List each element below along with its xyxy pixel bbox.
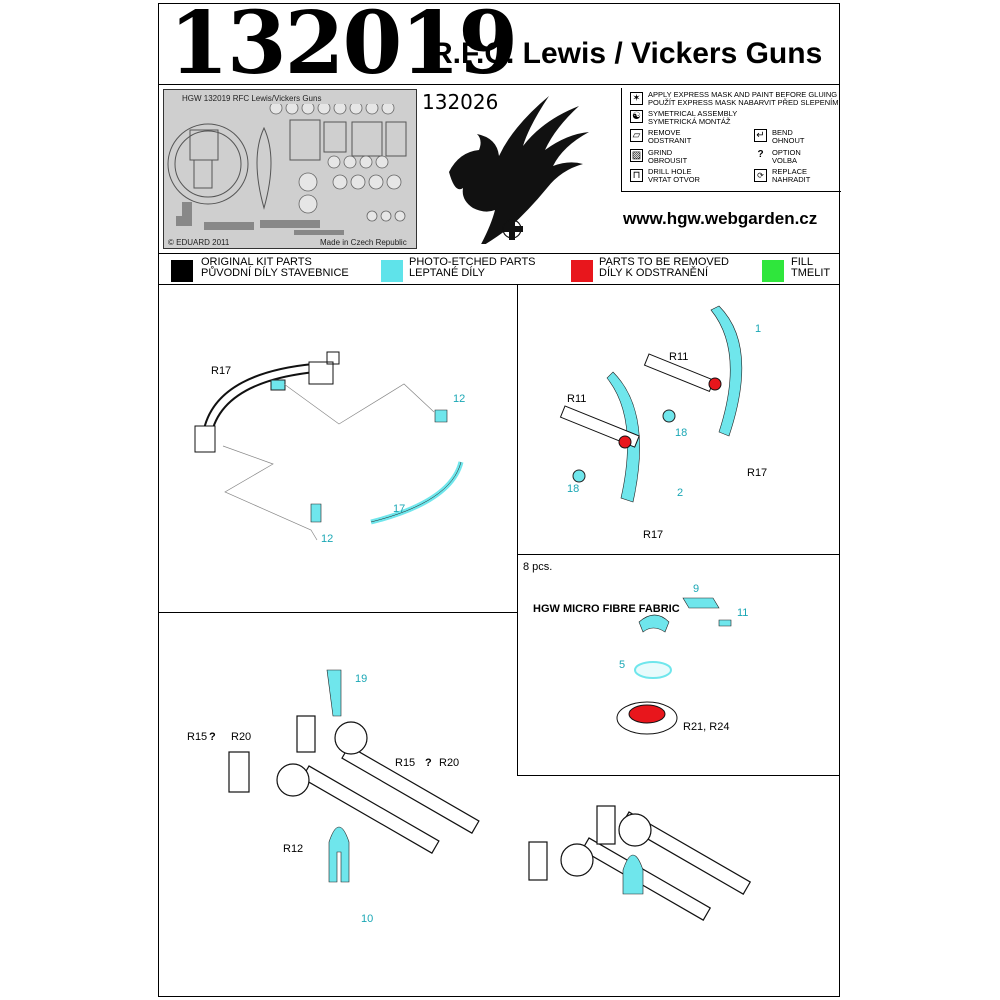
legend-mask-cz: POUŽÍT EXPRESS MASK NABARVIT PŘED SLEPEN… [648,98,839,107]
label-rails-end-b: R17 [643,529,663,541]
fret-parts-drawing [167,104,407,235]
label-ring-kit: R17 [211,365,231,377]
legend-sym: SYMETRICAL ASSEMBLY [648,109,738,118]
swatch-fill [762,260,784,282]
label-guns-left-b: R20 [231,731,251,743]
label-ring-pe-b: 17 [393,503,405,515]
legend-option: OPTION [772,148,801,157]
legend-drill-cz: VRTAT OTVOR [648,175,700,184]
fret-origin: Made in Czech Republic [320,238,407,247]
legend-replace: REPLACE [772,167,808,176]
label-guns-pe-10: 10 [361,913,373,925]
legend-remove: REMOVE [648,128,681,137]
legend-grind: GRIND [648,148,673,157]
key-fill-cz: TMELIT [791,267,831,279]
label-drum-fabric: HGW MICRO FIBRE FABRIC [533,603,680,615]
label-guns-right-a: R15 [395,757,415,769]
label-guns-right-option: ? [425,757,432,769]
header: 132019 R.F.C. Lewis / Vickers Guns [159,0,839,90]
swatch-remove-parts [571,260,593,282]
legend-sym-cz: SYMETRICKÁ MONTÁŽ [648,117,731,126]
key-pe-en: PHOTO-ETCHED PARTS [409,256,536,268]
label-guns-left-a: R15 [187,731,207,743]
label-drum-kit: R21, R24 [683,721,729,733]
label-rails-pe-2: 2 [677,487,683,499]
instruction-sheet: 132019 R.F.C. Lewis / Vickers Guns HGW 1… [158,0,841,997]
legend-bend: BEND [772,128,793,137]
legend-option-cz: VOLBA [772,156,798,165]
label-ring-pe-a: 12 [453,393,465,405]
mask-icon: ✶ [630,92,643,105]
replace-icon: ⟳ [754,169,767,182]
key-remove-en: PARTS TO BE REMOVED [599,256,729,268]
symbol-legend: ✶ APPLY EXPRESS MASK AND PAINT BEFORE GL… [621,88,841,192]
key-kit-en: ORIGINAL KIT PARTS [201,256,312,268]
fret-label: HGW 132019 RFC Lewis/Vickers Guns [182,94,322,103]
label-drum-count: 8 pcs. [523,561,552,573]
step-guns: R15 ? R20 R15 ? R20 R12 19 10 [187,669,752,925]
key-pe-cz: LEPTANÉ DÍLY [409,267,486,279]
label-rails-pe-1: 1 [755,323,761,335]
key-fill-en: FILL [791,256,814,268]
legend-remove-cz: ODSTRANIT [648,136,692,145]
divider-drum-bottom [517,775,839,776]
label-rails-end-a: R17 [747,467,767,479]
photo-etched-fret: HGW 132019 RFC Lewis/Vickers Guns © [163,89,417,249]
divider-right [517,554,839,555]
legend-mask: APPLY EXPRESS MASK AND PAINT BEFORE GLUI… [648,90,838,99]
label-guns-right-b: R20 [439,757,459,769]
set-title: R.F.C. Lewis / Vickers Guns [431,37,823,70]
label-drum-pe-5: 5 [619,659,625,671]
grind-icon: ▨ [630,149,643,162]
label-ring-pe-c: 12 [321,533,333,545]
eagle-emblem [449,96,589,244]
step-ring-mount: R17 12 17 12 [194,351,465,545]
bend-icon: ↵ [754,129,767,142]
key-kit-cz: PŮVODNÍ DÍLY STAVEBNICE [201,267,349,279]
divider-left [159,612,517,613]
symmetry-icon: ☯ [630,110,643,123]
website-link[interactable]: www.hgw.webgarden.cz [623,209,818,228]
legend-bend-cz: OHNOUT [772,136,805,145]
swatch-kit-parts [171,260,193,282]
legend-drill: DRILL HOLE [648,167,692,176]
fret-copyright: © EDUARD 2011 [168,238,230,247]
label-rails-kit-b: R11 [567,393,586,405]
set-number: 132019 [169,0,518,94]
label-guns-pe-19: 19 [355,673,367,685]
step-drum: 8 pcs. HGW MICRO FIBRE FABRIC 9 11 5 R21… [523,561,748,735]
key-remove-cz: DÍLY K ODSTRANĚNÍ [599,267,709,279]
option-icon: ? [754,149,767,162]
label-drum-pe-9: 9 [693,583,699,595]
label-guns-left-option: ? [209,731,216,743]
related-set-number: 132026 [422,90,499,114]
label-rails-kit-a: R11 [669,351,688,363]
legend-grind-cz: OBROUSIT [648,156,688,165]
remove-icon: ▱ [630,129,643,142]
label-guns-mount: R12 [283,843,303,855]
legend-replace-cz: NAHRADIT [772,175,811,184]
drill-icon: ⊓ [630,169,643,182]
label-rails-washer-b: 18 [567,483,579,495]
label-rails-washer-a: 18 [675,427,687,439]
label-drum-pe-11: 11 [737,607,748,619]
divider-vertical [517,284,518,776]
swatch-pe-parts [381,260,403,282]
step-rails: R11 R11 1 2 18 18 R17 R17 [559,305,767,541]
